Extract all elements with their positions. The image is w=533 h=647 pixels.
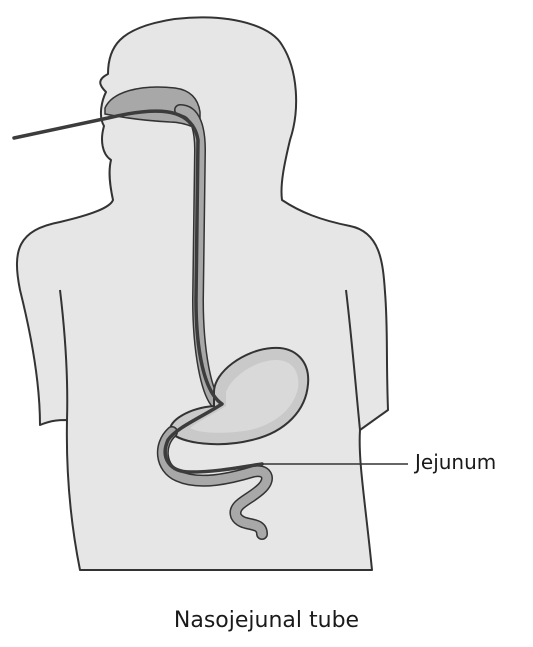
figure-caption: Nasojejunal tube: [0, 608, 533, 633]
jejunum-label: Jejunum: [415, 450, 496, 474]
